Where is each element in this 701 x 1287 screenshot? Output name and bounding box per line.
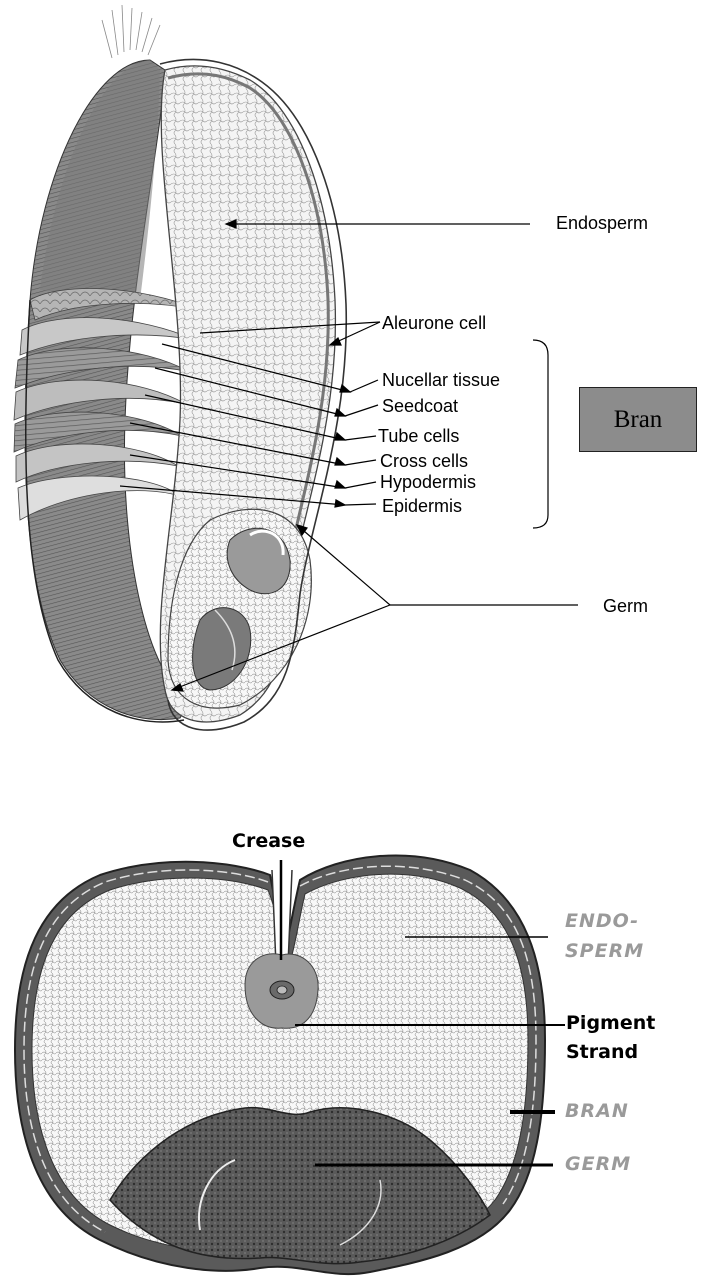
label-pigment: Pigment <box>566 1012 655 1034</box>
label-crease: Crease <box>232 830 305 852</box>
label-epidermis: Epidermis <box>382 496 462 516</box>
label-endosperm-line1: ENDO- <box>565 910 639 932</box>
bran-box: Bran <box>579 387 697 452</box>
label-endosperm: Endosperm <box>556 213 648 233</box>
bran-box-label: Bran <box>614 406 663 434</box>
kernel-longitudinal-section <box>14 5 346 730</box>
label-germ: Germ <box>603 596 648 616</box>
label-endosperm-line2: SPERM <box>565 940 644 962</box>
label-cross-germ: GERM <box>565 1153 631 1175</box>
label-cross-cells: Cross cells <box>380 451 468 471</box>
label-tube-cells: Tube cells <box>378 426 459 446</box>
label-hypodermis: Hypodermis <box>380 472 476 492</box>
brush-hairs <box>102 5 160 58</box>
label-strand: Strand <box>566 1041 638 1063</box>
label-bran: BRAN <box>565 1100 629 1122</box>
label-seedcoat: Seedcoat <box>382 396 458 416</box>
label-nucellar-tissue: Nucellar tissue <box>382 370 500 390</box>
label-aleurone-cell: Aleurone cell <box>382 313 486 333</box>
